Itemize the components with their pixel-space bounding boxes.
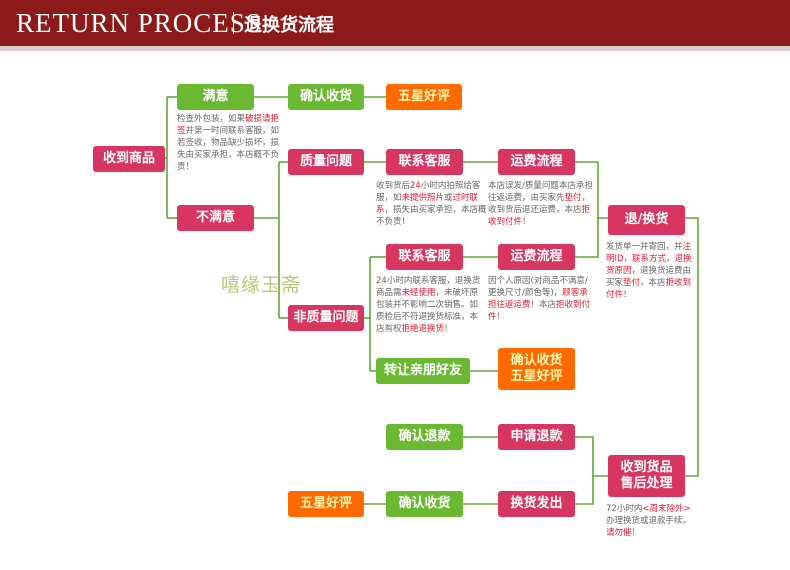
node-apply-refund: 申请退款 xyxy=(498,424,575,450)
node-received-goods: 收到商品 xyxy=(93,146,165,172)
node-non-quality-issue: 非质量问题 xyxy=(288,305,364,331)
node-confirm-receipt-bottom: 确认收货 xyxy=(386,491,463,517)
note-segment: 未经使用 xyxy=(401,288,436,298)
node-exchange-shipped: 换货发出 xyxy=(498,491,575,517)
node-received-aftersale: 收到货品 售后处理 xyxy=(608,455,685,497)
note-quality-shipping: 本店误发/质量问题本店承担往返运费，由买家先垫付，收到货后退还运费，本店拒收到付… xyxy=(488,180,594,228)
note-segment: 本店误发/质量问题本店承担往返运费，由买家先 xyxy=(488,181,593,203)
note-segment: 或 xyxy=(444,193,453,203)
note-segment: 发货单一并寄回，并 xyxy=(606,242,683,252)
note-segment: 24 xyxy=(410,181,421,191)
node-confirm-five-star-mid: 确认收货 五星好评 xyxy=(498,348,575,390)
node-contact-cs-nonquality: 联系客服 xyxy=(386,244,463,270)
note-segment: 收到货后 xyxy=(376,181,411,191)
note-segment: 拒收到付件 xyxy=(488,205,591,227)
note-segment: ！ xyxy=(522,217,531,227)
node-confirm-receipt-mid-line2: 五星好评 xyxy=(510,369,563,384)
note-segment: <周末除外> xyxy=(642,504,691,514)
node-received-return-line2: 售后处理 xyxy=(620,476,673,491)
note-segment: 办理换货或退款手续。 xyxy=(606,516,692,526)
node-shipping-flow-quality: 运费流程 xyxy=(498,149,575,175)
note-segment: ！ xyxy=(496,312,506,322)
note-segment: 请拒签 xyxy=(177,114,280,136)
note-segment: ！ xyxy=(631,528,641,538)
note-segment: 垫付 xyxy=(564,193,582,203)
note-segment: 24小时内联系客服，退换货商品需 xyxy=(376,276,481,298)
note-segment: 小时内拍照给客服，如 xyxy=(376,181,481,203)
note-return: 发货单一并寄回，并注明ID，联系方式，退换货原因，退换货运费由买家垫付，本店拒收… xyxy=(606,241,692,301)
node-confirm-refund: 确认退款 xyxy=(386,424,463,450)
note-segment: ，未破坏原包装并不影响二次销售。如质检后不符退换货标准，本店有权 xyxy=(376,288,479,334)
note-nonquality-shipping: 因个人原因(对商品不满意/更换尺寸/颜色等)，顾客承担往返运费！本店拒收到付件！ xyxy=(488,275,594,323)
note-segment: 注明ID，联系方式，退换货原因 xyxy=(606,242,692,276)
note-segment: 垫付 xyxy=(623,278,641,288)
header-stripe xyxy=(0,46,790,51)
note-segment: 过时联系 xyxy=(376,193,479,215)
note-segment: 并第一时间联系客服，如若签收，物品缺少损坏，损失由买家承担，本店概不负责！ xyxy=(177,126,280,172)
node-transfer-friends: 转让亲朋好友 xyxy=(376,358,470,384)
node-confirm-receipt-mid-line1: 确认收货 xyxy=(510,353,563,368)
note-segment: ！ xyxy=(623,290,632,300)
note-segment: 破损 xyxy=(245,114,263,124)
node-confirm-receipt-top: 确认收货 xyxy=(288,84,364,110)
node-contact-cs-quality: 联系客服 xyxy=(386,149,463,175)
note-segment: ，损失由买家承担，本店概不负责！ xyxy=(376,205,487,227)
note-nonquality-contact: 24小时内联系客服，退换货商品需未经使用，未破坏原包装并不影响二次销售。如质检后… xyxy=(376,275,482,335)
header-bar: RETURN PROCESS 退换货流程 xyxy=(0,0,790,46)
note-segment: ！ xyxy=(444,324,453,334)
note-segment: 拒收到付件 xyxy=(488,300,591,322)
note-segment: 拒收到付件 xyxy=(606,278,692,300)
header-title-cn: 退换货流程 xyxy=(244,15,334,36)
note-segment: 检查外包装，如果 xyxy=(177,114,246,124)
note-quality-contact: 收到货后24小时内拍照给客服，如未提供照片或过时联系，损失由买家承担，本店概不负… xyxy=(376,180,488,228)
note-segment: 请勿催 xyxy=(606,528,632,538)
note-segment: ，退换货运费由买家 xyxy=(606,266,692,288)
note-segment: 顾客承担往返运费 xyxy=(488,288,588,310)
note-segment: 未提供照片 xyxy=(401,193,445,203)
note-segment: 拒绝退换货 xyxy=(401,324,445,334)
header-separator xyxy=(233,12,234,34)
node-quality-issue: 质量问题 xyxy=(288,149,364,175)
node-five-star-top: 五星好评 xyxy=(386,84,462,110)
node-return-exchange: 退/换货 xyxy=(608,205,685,235)
note-segment: ，收到货后退还运费，本店 xyxy=(488,193,591,215)
node-received-return-line1: 收到货品 xyxy=(620,460,673,475)
node-five-star-bottom: 五星好评 xyxy=(288,491,364,517)
note-segment: 因个人原因(对商品不满意/更换尺寸/颜色等)， xyxy=(488,276,588,298)
node-satisfied: 满意 xyxy=(177,84,254,110)
note-segment: 72小时内 xyxy=(606,504,643,514)
node-not-satisfied: 不满意 xyxy=(177,205,254,231)
note-segment: ！本店 xyxy=(530,300,557,310)
watermark-logo: 嘻缘玉斋 xyxy=(221,274,302,296)
note-aftersale: 72小时内<周末除外> 办理换货或退款手续。请勿催！ xyxy=(606,503,692,539)
node-shipping-flow-nonquality: 运费流程 xyxy=(498,244,575,270)
note-segment: ，本店 xyxy=(640,278,666,288)
note-check-package: 检查外包装，如果破损请拒签并第一时间联系客服，如若签收，物品缺少损坏，损失由买家… xyxy=(177,113,283,173)
header-title-en: RETURN PROCESS xyxy=(16,8,262,38)
